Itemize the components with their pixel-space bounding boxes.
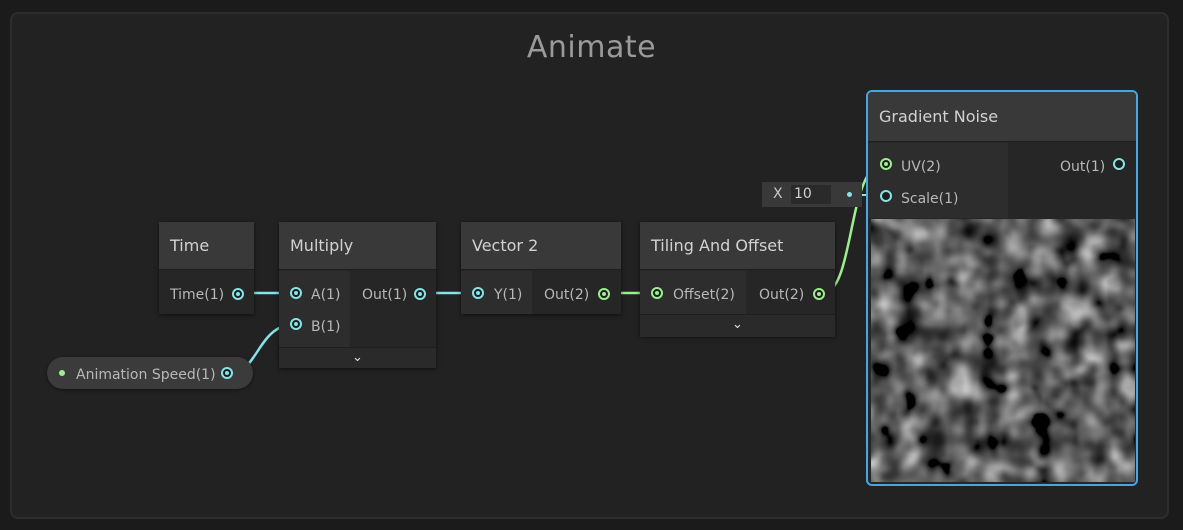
time-node-title[interactable]: Time	[159, 222, 254, 270]
gradient-noise-input-uv-port[interactable]	[880, 158, 892, 170]
animation-speed-property[interactable]: Animation Speed(1)	[47, 357, 253, 389]
tiling-offset-node[interactable]: Tiling And Offset Offset(2) Out(2) ⌄	[640, 222, 835, 337]
tiling-offset-expand-button[interactable]: ⌄	[640, 314, 835, 337]
tiling-offset-output-port[interactable]	[813, 288, 825, 300]
field-connector-dot	[847, 192, 852, 197]
gradient-noise-input-uv-label: UV(2)	[901, 159, 941, 175]
tiling-offset-node-title[interactable]: Tiling And Offset	[640, 222, 835, 270]
multiply-expand-button[interactable]: ⌄	[279, 347, 436, 368]
vector2-node[interactable]: Vector 2 Y(1) Out(2)	[461, 222, 621, 314]
multiply-input-b-port[interactable]	[290, 318, 302, 330]
scale-value-input[interactable]: 10	[791, 185, 831, 204]
gradient-noise-node-title[interactable]: Gradient Noise	[868, 92, 1136, 142]
chevron-down-icon: ⌄	[732, 317, 743, 332]
gradient-noise-input-scale-port[interactable]	[880, 190, 892, 202]
vector2-output-port[interactable]	[598, 288, 610, 300]
multiply-output-port[interactable]	[414, 288, 426, 300]
vector2-node-title[interactable]: Vector 2	[461, 222, 621, 270]
animation-speed-output-port[interactable]	[221, 367, 233, 379]
vector2-output-label: Out(2)	[544, 287, 590, 303]
multiply-output-label: Out(1)	[362, 287, 408, 303]
vector2-input-y-label: Y(1)	[494, 287, 523, 303]
time-output-port[interactable]	[232, 288, 244, 300]
time-node[interactable]: Time Time(1)	[159, 222, 254, 314]
scale-axis-label: X	[773, 186, 783, 202]
noise-preview-image	[871, 219, 1135, 482]
multiply-input-a-port[interactable]	[290, 287, 302, 299]
tiling-offset-output-label: Out(2)	[759, 287, 805, 303]
multiply-input-b-label: B(1)	[311, 319, 341, 335]
multiply-input-a-label: A(1)	[311, 287, 341, 303]
chevron-down-icon: ⌄	[352, 350, 363, 365]
multiply-node-title[interactable]: Multiply	[279, 222, 436, 270]
group-title[interactable]: Animate	[526, 30, 657, 65]
scale-inline-field[interactable]: X 10	[762, 182, 862, 207]
gradient-noise-node[interactable]: Gradient Noise UV(2) Scale(1) Out(1)	[866, 90, 1138, 486]
gradient-noise-output-port[interactable]	[1113, 158, 1125, 170]
gradient-noise-inputs	[868, 143, 1008, 218]
animation-speed-label: Animation Speed(1)	[76, 367, 216, 383]
tiling-offset-input-offset-label: Offset(2)	[673, 287, 735, 303]
property-indicator-dot	[59, 370, 65, 376]
gradient-noise-input-scale-label: Scale(1)	[901, 191, 959, 207]
multiply-node[interactable]: Multiply A(1) B(1) Out(1) ⌄	[279, 222, 436, 368]
gradient-noise-output-label: Out(1)	[1060, 159, 1106, 175]
tiling-offset-input-offset-port[interactable]	[651, 287, 663, 299]
vector2-input-y-port[interactable]	[472, 287, 484, 299]
time-output-label: Time(1)	[170, 287, 225, 303]
multiply-inputs	[279, 271, 350, 347]
